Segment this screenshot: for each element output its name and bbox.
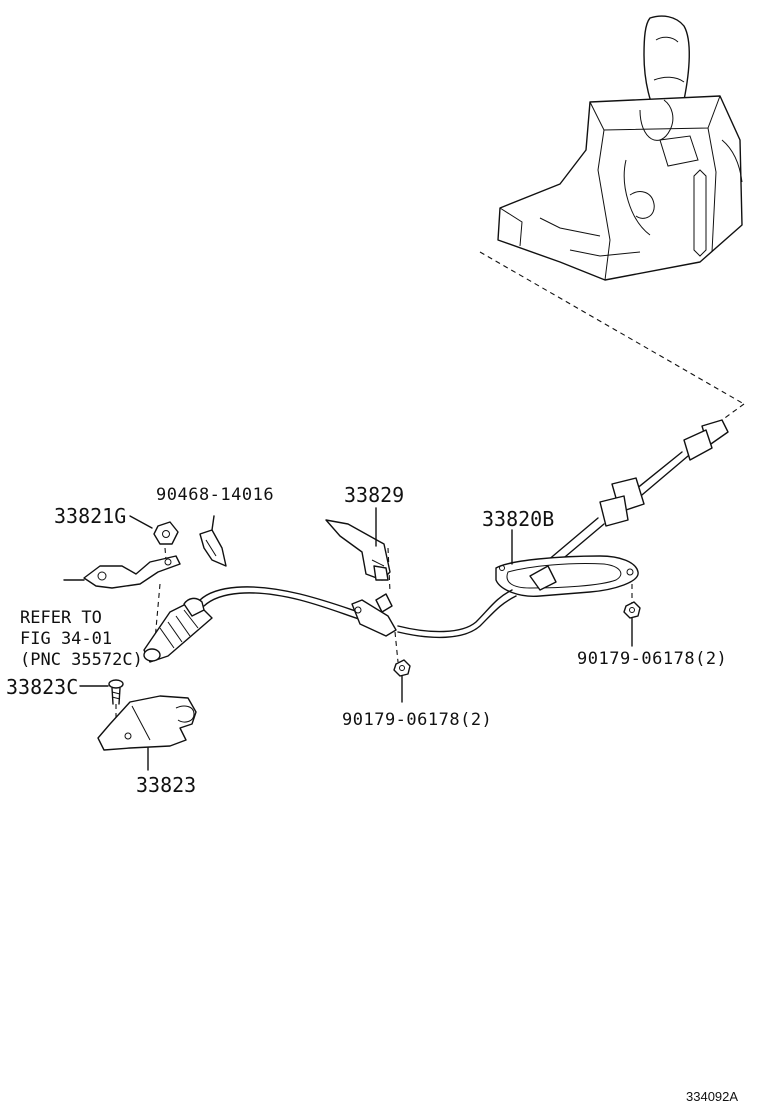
cable-retainer-bracket [495,555,639,597]
reference-note: REFER TO FIG 34-01 (PNC 35572C) [20,608,143,670]
part-label-33821G: 33821G [54,504,127,528]
cable-upper-end [533,419,729,579]
shift-arm [63,555,181,589]
nut-90179-right [623,601,641,647]
part-label-33820B: 33820B [482,507,555,531]
cable-bracket-33829 [325,519,391,581]
label-leaders [129,507,513,565]
shift-lever-assembly [497,15,743,281]
part-label-90468-14016: 90468-14016 [156,485,275,505]
part-label-33823C: 33823C [6,675,79,699]
cable-bracket-33823 [97,695,197,771]
part-label-90179-06178-left: 90179-06178(2) [342,710,493,730]
transmission-control-cable [143,586,517,663]
figure-code: 334092A [686,1089,739,1104]
part-label-33823: 33823 [136,773,197,797]
part-label-33829: 33829 [344,483,405,507]
part-label-90179-06178-right: 90179-06178(2) [577,649,728,669]
clip-90468 [199,515,227,567]
bolt-33823C [79,679,124,705]
nut-90179-left [393,659,411,703]
nut-33821G [153,521,179,545]
